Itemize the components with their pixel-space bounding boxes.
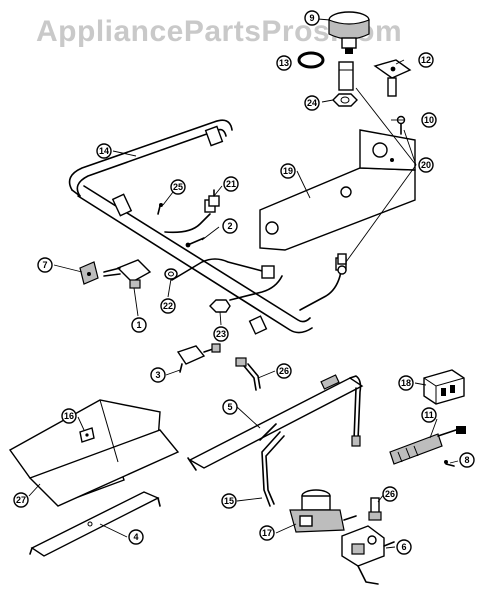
svg-text:11: 11 xyxy=(424,410,434,420)
part-15-tube xyxy=(259,423,285,507)
callout-26: 26 xyxy=(276,363,292,379)
part-27-shield xyxy=(8,399,180,507)
svg-text:18: 18 xyxy=(401,378,411,388)
part-3-valve xyxy=(176,343,221,373)
part-26-lower-fitting xyxy=(368,497,382,521)
svg-text:26: 26 xyxy=(279,366,289,376)
svg-text:26: 26 xyxy=(385,489,395,499)
part-21-fitting xyxy=(208,189,220,207)
callout-11: 11 xyxy=(421,407,437,423)
part-9-thermostat-knob xyxy=(328,11,370,54)
part-18-switch xyxy=(423,369,465,405)
part-12-bracket xyxy=(373,59,412,97)
callout-4: 4 xyxy=(128,529,144,545)
svg-text:17: 17 xyxy=(262,528,272,538)
callout-18: 18 xyxy=(398,375,414,391)
svg-text:27: 27 xyxy=(16,495,26,505)
callouts: 9 13 12 24 10 14 20 19 25 21 2 7 22 1 23… xyxy=(13,10,475,555)
part-14-manifold xyxy=(68,119,313,335)
svg-text:21: 21 xyxy=(226,179,236,189)
callout-24: 24 xyxy=(304,95,320,111)
callout-3: 3 xyxy=(150,367,166,383)
part-24-hex-nut xyxy=(332,93,358,107)
svg-text:13: 13 xyxy=(279,58,289,68)
svg-text:8: 8 xyxy=(464,455,469,465)
callout-23: 23 xyxy=(213,326,229,342)
part-22-fitting xyxy=(164,268,178,280)
part-5-igniter-tube xyxy=(187,374,364,471)
svg-text:20: 20 xyxy=(421,160,431,170)
svg-text:4: 4 xyxy=(133,532,138,542)
svg-text:12: 12 xyxy=(421,55,431,65)
callout-20: 20 xyxy=(418,157,434,173)
part-6-gas-valve xyxy=(341,525,395,585)
svg-text:3: 3 xyxy=(155,370,160,380)
svg-text:1: 1 xyxy=(136,320,141,330)
part-16-clip xyxy=(79,427,95,443)
callout-16: 16 xyxy=(61,408,77,424)
svg-text:19: 19 xyxy=(283,166,293,176)
callout-12: 12 xyxy=(418,52,434,68)
part-25-screw xyxy=(157,203,163,215)
part-stem xyxy=(338,61,354,91)
part-17-regulator xyxy=(289,489,357,533)
svg-text:9: 9 xyxy=(309,13,314,23)
part-13-o-ring xyxy=(297,51,325,69)
callout-13: 13 xyxy=(276,55,292,71)
callout-2: 2 xyxy=(222,218,238,234)
callout-21: 21 xyxy=(223,176,239,192)
callout-14: 14 xyxy=(96,143,112,159)
svg-text:15: 15 xyxy=(224,496,234,506)
part-20-fittings xyxy=(337,253,347,275)
callout-10: 10 xyxy=(421,112,437,128)
part-26-elbow xyxy=(235,357,261,391)
callout-19: 19 xyxy=(280,163,296,179)
part-2-screw xyxy=(185,237,205,248)
callout-8: 8 xyxy=(459,452,475,468)
part-11-igniter xyxy=(389,426,466,465)
callout-26b: 26 xyxy=(382,486,398,502)
svg-text:24: 24 xyxy=(307,98,317,108)
part-8-screw xyxy=(444,460,455,467)
callout-6: 6 xyxy=(396,539,412,555)
part-19-bracket xyxy=(259,129,416,251)
callout-25: 25 xyxy=(170,179,186,195)
callout-17: 17 xyxy=(259,525,275,541)
part-23-nut xyxy=(209,299,231,313)
svg-text:23: 23 xyxy=(216,329,226,339)
svg-text:7: 7 xyxy=(42,260,47,270)
part-4-bracket xyxy=(29,491,161,557)
callout-9: 9 xyxy=(304,10,320,26)
callout-5: 5 xyxy=(222,399,238,415)
part-1-valve xyxy=(103,259,152,289)
svg-text:6: 6 xyxy=(401,542,406,552)
part-10-screw xyxy=(396,115,406,135)
svg-text:5: 5 xyxy=(227,402,232,412)
part-7-clip xyxy=(79,261,99,285)
callout-15: 15 xyxy=(221,493,237,509)
svg-text:16: 16 xyxy=(64,411,74,421)
callout-22: 22 xyxy=(160,298,176,314)
svg-text:22: 22 xyxy=(163,301,173,311)
svg-text:25: 25 xyxy=(173,182,183,192)
callout-1: 1 xyxy=(131,317,147,333)
svg-text:10: 10 xyxy=(424,115,434,125)
callout-7: 7 xyxy=(37,257,53,273)
svg-text:2: 2 xyxy=(227,221,232,231)
callout-27: 27 xyxy=(13,492,29,508)
svg-text:14: 14 xyxy=(99,146,109,156)
